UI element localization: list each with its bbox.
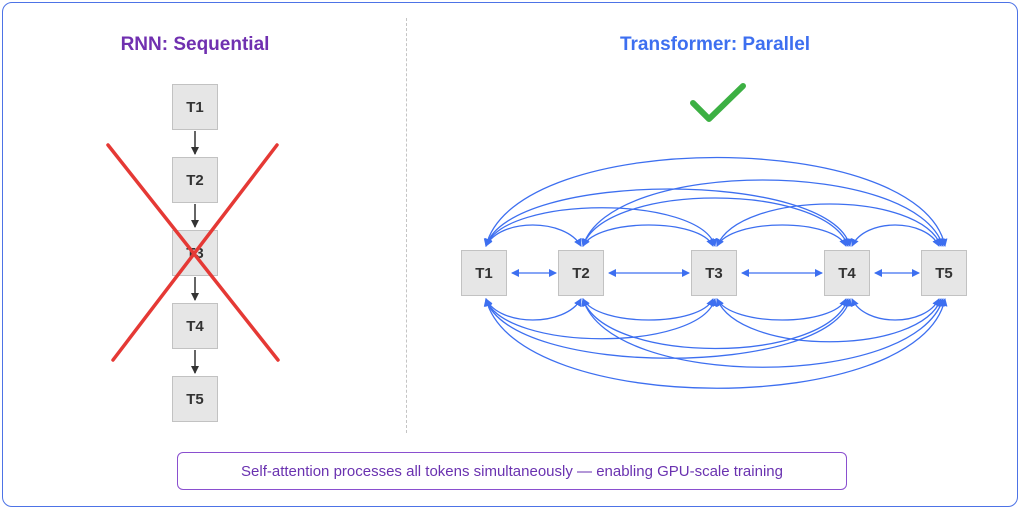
arc-top-t3-t5 <box>715 203 943 247</box>
transformer-token-t1: T1 <box>461 250 507 296</box>
arc-bottom-t4-t5 <box>851 298 940 321</box>
arc-top-t1-t3 <box>484 207 717 247</box>
arc-bottom-t3-t4 <box>716 298 847 321</box>
arc-top-t2-t3 <box>582 224 714 247</box>
arc-bottom-t2-t4 <box>581 298 850 350</box>
arc-top-t1-t2 <box>485 224 582 247</box>
arc-top-t2-t5 <box>581 179 945 247</box>
arc-bottom-t3-t5 <box>715 298 943 343</box>
caption-box: Self-attention processes all tokens simu… <box>177 452 847 490</box>
rnn-token-t1: T1 <box>172 84 218 130</box>
arc-bottom-t1-t3 <box>484 298 717 340</box>
arc-bottom-t2-t5 <box>581 298 945 368</box>
arc-bottom-t1-t5 <box>483 298 948 389</box>
transformer-title: Transformer: Parallel <box>619 34 811 55</box>
transformer-token-t5: T5 <box>921 250 967 296</box>
arc-bottom-t1-t2 <box>485 298 582 321</box>
arc-top-t2-t4 <box>581 197 850 247</box>
arc-top-t1-t4 <box>484 188 853 247</box>
rnn-token-t4: T4 <box>172 303 218 349</box>
rnn-token-t5: T5 <box>172 376 218 422</box>
rnn-token-t2: T2 <box>172 157 218 203</box>
arc-bottom-t2-t3 <box>582 298 714 321</box>
arc-top-t1-t5 <box>483 156 948 247</box>
rnn-title: RNN: Sequential <box>120 34 270 55</box>
transformer-token-t2: T2 <box>558 250 604 296</box>
arc-top-t4-t5 <box>851 224 940 247</box>
arc-top-t3-t4 <box>716 224 847 247</box>
transformer-token-t3: T3 <box>691 250 737 296</box>
arc-bottom-t1-t4 <box>484 298 853 359</box>
panel-divider <box>406 18 407 433</box>
transformer-token-t4: T4 <box>824 250 870 296</box>
outer-frame <box>2 2 1018 507</box>
